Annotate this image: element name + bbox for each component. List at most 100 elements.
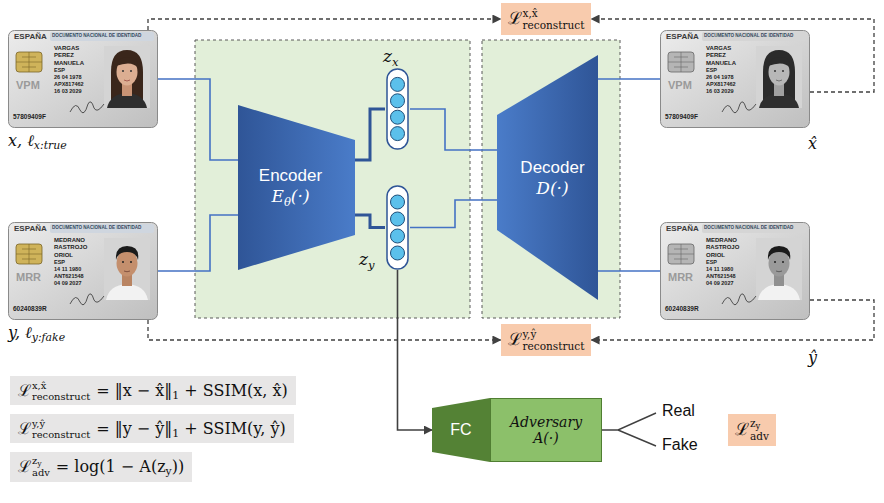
card-field: PEREZ [706, 52, 726, 58]
math-text: z [157, 457, 165, 476]
subscript: reconstruct [523, 340, 585, 352]
decoder-region [482, 40, 620, 318]
id-card-art [9, 223, 158, 320]
card-field: APX817462 [54, 82, 84, 88]
math-text: ℒ [18, 381, 31, 400]
card-field: ORIOL [54, 252, 73, 258]
card-field: MEDRANO [54, 237, 85, 243]
card-field: 26 04 1978 [706, 75, 734, 81]
id-card-image: ESPAÑADOCUMENTO NACIONAL DE IDENTIDADMED… [8, 222, 158, 320]
card-field: 57809409F [665, 114, 698, 121]
card-field: 60240839R [665, 306, 699, 313]
card-field: 04 09 2027 [706, 281, 734, 287]
math-text: (·) [291, 186, 310, 206]
subscript: y [37, 459, 41, 468]
math-text: ℒ [735, 419, 749, 439]
subscript: y:fake [32, 331, 65, 344]
connector [158, 215, 238, 271]
connector [158, 79, 238, 160]
formula-line: ℒy,ŷreconstruct= ‖y − ŷ‖1+ SSIM(y, ŷ) [18, 417, 286, 440]
encoder-region [195, 40, 470, 318]
output-branch [602, 413, 656, 446]
math-text: y, ℓ [8, 323, 32, 342]
math-text: ℒ [508, 329, 522, 349]
card-field: 16 03 2029 [54, 89, 82, 95]
card-field: DOCUMENTO NACIONAL DE IDENTIDAD [52, 34, 141, 39]
script-stack: zyadv [750, 418, 769, 443]
vector-label: zx [383, 46, 398, 69]
formula-band: ℒzyadv= log(1 − A(zy)) [10, 452, 192, 482]
formula-band: ℒy,ŷreconstruct= ‖y − ŷ‖1+ SSIM(y, ŷ) [10, 414, 294, 443]
subscript: reconstruct [523, 19, 585, 31]
math-text: = log(1 − A( [56, 457, 157, 476]
superscript-group: zy [750, 418, 769, 431]
math-text: ŷ [808, 348, 817, 367]
card-field: ESPAÑA [666, 225, 699, 233]
card-field: 14 11 1980 [54, 267, 81, 273]
image-caption: x̂ [808, 134, 817, 153]
superscript-group: y,ŷ [523, 329, 585, 341]
subscript: y [166, 465, 172, 478]
block-title: Adversary [510, 414, 582, 430]
subscript: reconstruct [32, 429, 90, 440]
card-field: 04 09 2027 [54, 281, 82, 287]
math-text: + SSIM(x, x̂) [184, 381, 288, 400]
label-group: DecoderD(·) [497, 55, 598, 300]
watermark-text: MRR [668, 272, 693, 283]
output-label: Fake [662, 436, 698, 454]
card-field: ORIOL [706, 252, 725, 258]
subscript: reconstruct [32, 391, 90, 402]
math-text: E [271, 186, 283, 206]
loss-box: ℒy,ŷreconstruct [501, 324, 592, 355]
card-field: 14 11 1980 [706, 267, 733, 273]
script-stack: zyadv [32, 456, 50, 480]
math-text: x, ℓ [8, 131, 34, 150]
card-field: ANT621548 [54, 274, 84, 280]
card-field: PEREZ [54, 52, 74, 58]
card-field: ESP [706, 68, 717, 74]
card-field: MANUELA [54, 60, 84, 66]
math-text: = ‖y − ŷ‖ [96, 419, 172, 438]
math-text: x̂ [808, 134, 817, 153]
connector [355, 215, 385, 228]
adversary-block: AdversaryA(·) [490, 398, 602, 462]
block-title: Decoder [520, 158, 584, 178]
card-field: MEDRANO [706, 237, 737, 243]
id-card-image: ESPAÑADOCUMENTO NACIONAL DE IDENTIDADVAR… [660, 30, 810, 128]
script-stack: x,x̂reconstruct [523, 8, 585, 31]
card-field: 60240839R [13, 306, 47, 313]
connector [148, 19, 501, 30]
id-card-image: ESPAÑADOCUMENTO NACIONAL DE IDENTIDADMED… [660, 222, 810, 320]
connector [355, 109, 385, 160]
superscript-group: zy [32, 456, 50, 469]
output-label: Real [662, 402, 695, 420]
math-text: = ‖x − x̂‖ [96, 381, 172, 400]
vector-label: zy [359, 249, 375, 272]
subscript: adv [32, 467, 50, 478]
card-field: RASTROJO [54, 244, 87, 250]
connector [591, 300, 874, 340]
loss-formula: ℒy,ŷreconstruct [508, 327, 585, 352]
superscript: y,ŷ [32, 418, 45, 429]
superscript: x,x̂ [32, 380, 46, 391]
watermark-text: MRR [16, 272, 41, 283]
loss-box: ℒzyadv [728, 414, 776, 446]
subscript-group: reconstruct [523, 20, 585, 32]
math-text: ℒ [508, 8, 522, 28]
label-group: FC [432, 398, 490, 462]
image-caption: ŷ [808, 348, 817, 367]
fc-layer: FC [432, 398, 490, 462]
math-text: z [383, 46, 392, 66]
latent-vector: zy [385, 185, 410, 270]
id-card-art [661, 223, 810, 320]
script-stack: y,ŷreconstruct [32, 419, 90, 441]
subscript-group: adv [32, 468, 50, 479]
connector [598, 78, 660, 80]
connector [148, 320, 501, 340]
card-field: 57809409F [13, 114, 46, 121]
card-field: RASTROJO [706, 244, 739, 250]
watermark-text: VPM [16, 80, 40, 91]
script-stack: x,x̂reconstruct [32, 381, 90, 403]
loss-formula: ℒx,x̂reconstruct [508, 6, 585, 31]
